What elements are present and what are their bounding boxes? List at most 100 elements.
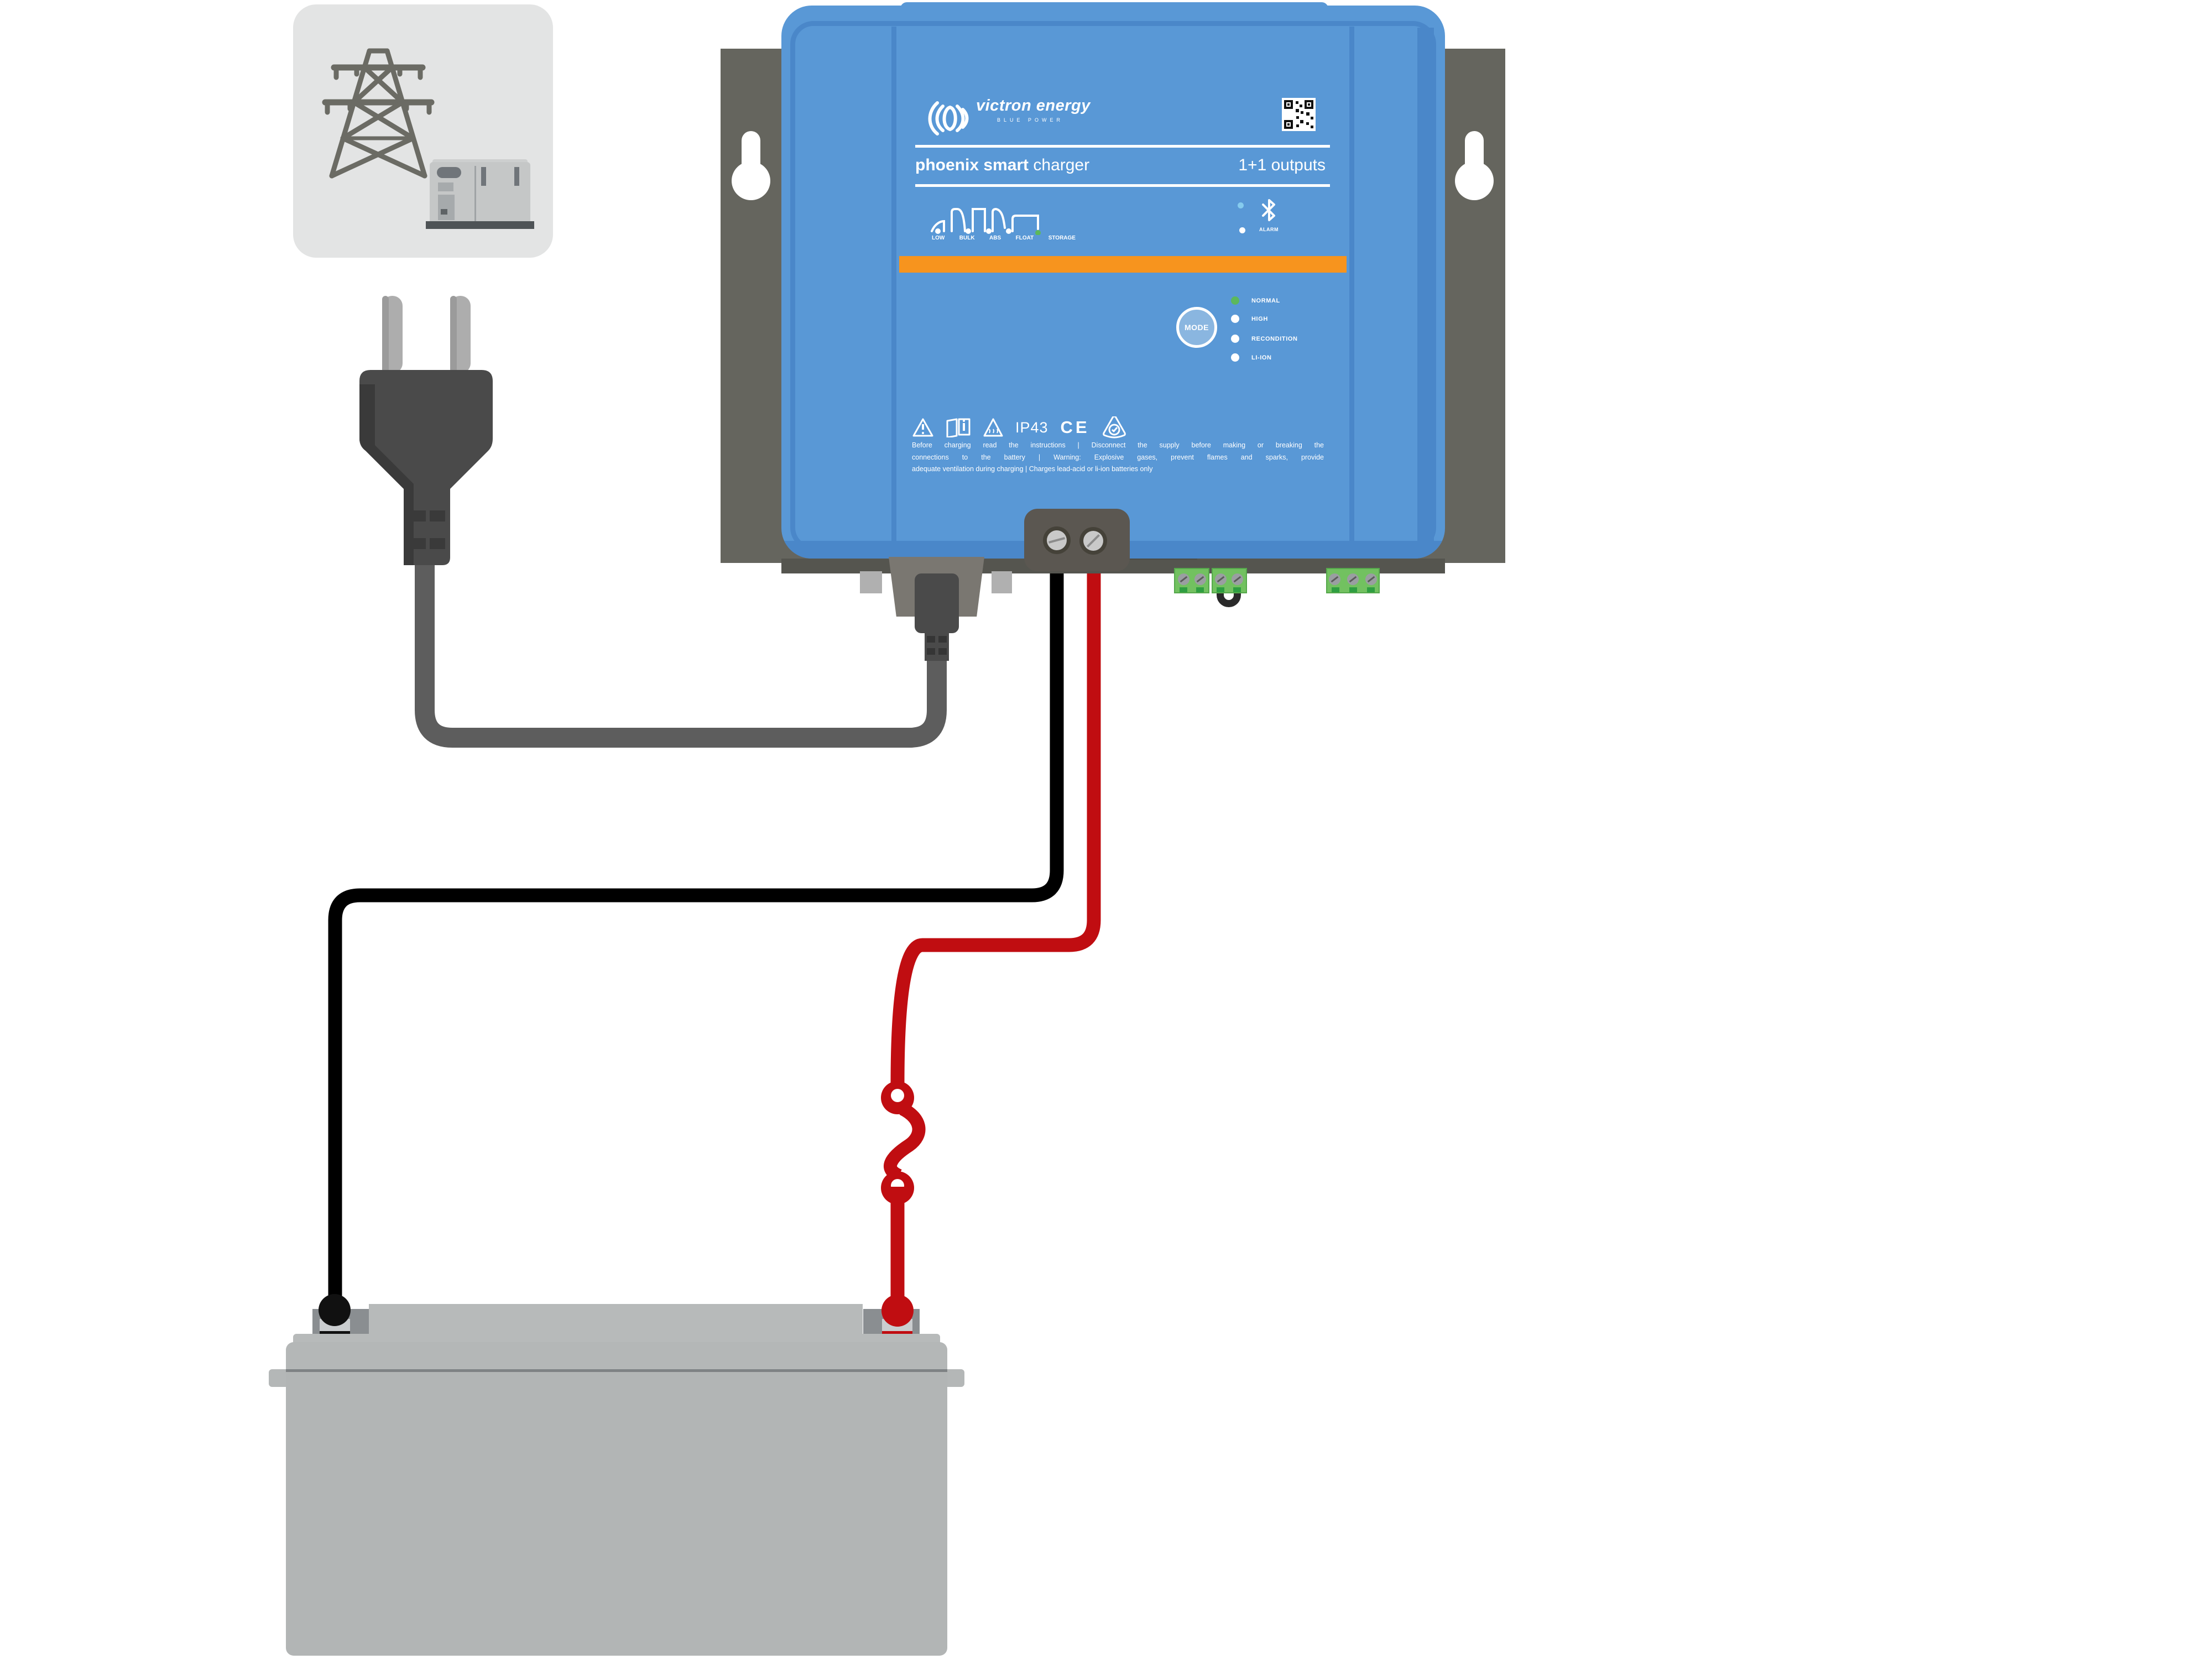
state-float: FLOAT [1015, 235, 1034, 241]
terminal-foot [1233, 587, 1241, 592]
state-abs: ABS [989, 235, 1001, 241]
liion-label: LI-ION [1251, 354, 1272, 361]
state-storage: STORAGE [1048, 235, 1076, 241]
mode-row-recondition: RECONDITION [1231, 335, 1298, 343]
brand-tagline: BLUE POWER [997, 117, 1064, 123]
ac-source-panel [293, 4, 553, 258]
charger-front-panel: victron energy BLUE POWER phoenix smart … [781, 6, 1445, 559]
battery-flange-left [269, 1369, 286, 1387]
ac-cord-strain-relief [925, 630, 949, 661]
positive-cable-upper [890, 568, 1101, 1084]
terminal-screw [1178, 573, 1190, 585]
state-low: LOW [932, 235, 945, 241]
warning-text: Before charging read the instructions | … [912, 440, 1324, 476]
divider-top [915, 145, 1330, 148]
charge-state-labels: LOW BULK ABS FLOAT STORAGE [932, 235, 1076, 241]
generator-switch [438, 182, 453, 191]
ac-inlet-tab-left [860, 571, 882, 593]
strain-notch [927, 636, 935, 643]
alarm-label: ALARM [1259, 227, 1279, 232]
qr-code [1282, 98, 1316, 131]
terminal-foot [1217, 587, 1224, 592]
warning-triangle-icon [912, 418, 933, 437]
generator-slot [481, 167, 486, 186]
normal-led [1231, 296, 1239, 305]
mode-row-liion: LI-ION [1231, 353, 1272, 362]
certification-row: IP43 CE [912, 414, 1126, 441]
terminal-foot [1349, 587, 1357, 592]
state-bulk: BULK [959, 235, 975, 241]
terminal-screw [1329, 573, 1340, 585]
negative-clamp [319, 1294, 351, 1326]
ce-mark: CE [1060, 418, 1090, 437]
brand-name: victron energy [976, 97, 1091, 114]
battery-inner-lid [369, 1304, 863, 1334]
ac-inlet-tab-right [992, 571, 1012, 593]
ac-plug-icon [359, 296, 493, 565]
model-name: phoenix smart charger 1+1 outputs [915, 156, 1330, 175]
alarm-led [1239, 227, 1245, 233]
generator-panel [438, 195, 455, 220]
battery-lid [286, 1342, 947, 1371]
charger-crease-left [891, 27, 896, 541]
orange-stripe [899, 256, 1347, 273]
positive-clamp [881, 1295, 914, 1327]
manual-book-icon [946, 418, 971, 437]
negative-cable [328, 568, 1064, 1305]
generator-outlet [441, 209, 447, 215]
normal-label: NORMAL [1251, 297, 1280, 304]
bluetooth-icon [1262, 199, 1275, 221]
terminal-screw [1365, 573, 1377, 585]
high-led [1231, 315, 1239, 323]
dc-terminal-screw-negative [1043, 526, 1071, 554]
mode-row-high: HIGH [1231, 315, 1268, 323]
fuse-link [884, 1103, 926, 1182]
terminal-screw [1215, 573, 1227, 585]
generator-slot [514, 167, 519, 186]
liion-led [1231, 353, 1239, 362]
generator-divider [474, 166, 476, 221]
model-name-bold: phoenix smart [915, 156, 1034, 174]
strain-notch [938, 648, 947, 655]
model-name-light: charger [1033, 156, 1090, 174]
terminal-screw [1232, 573, 1243, 585]
terminal-foot [1332, 587, 1339, 592]
outputs-label: 1+1 outputs [1238, 156, 1326, 174]
dc-terminal-screw-positive [1079, 527, 1107, 555]
transmission-tower-icon [322, 48, 435, 179]
terminal-screw [1194, 573, 1206, 585]
victron-logo-icon [928, 101, 969, 135]
keyhole-slot-left-circle [732, 161, 770, 200]
battery-body [286, 1372, 947, 1656]
strain-notch [938, 636, 947, 643]
generator-base [426, 221, 534, 229]
divider-bottom [915, 184, 1330, 187]
generator-vent-oval [437, 167, 461, 178]
battery-lid-step [293, 1334, 940, 1343]
keyhole-slot-right-circle [1455, 161, 1494, 200]
strain-notch [927, 648, 935, 655]
charge-curve-icon [931, 207, 1041, 235]
dc-output-terminal-block [1024, 509, 1130, 571]
mode-button: MODE [1176, 307, 1217, 348]
battery-seam [286, 1369, 947, 1373]
terminal-foot [1367, 587, 1375, 592]
warning-line-1: Before charging read the instructions | … [912, 441, 1324, 449]
hot-surface-icon [983, 418, 1003, 437]
positive-mark [882, 1331, 912, 1334]
recondition-label: RECONDITION [1251, 335, 1298, 342]
rcm-mark-icon [1102, 416, 1126, 439]
terminal-screw [1347, 573, 1359, 585]
warning-line-3: adequate ventilation during charging | C… [912, 465, 1153, 473]
charger-fold-shadow [1417, 28, 1434, 542]
ac-cord-plug [915, 573, 959, 633]
generator-icon [426, 158, 534, 230]
terminal-foot [1196, 587, 1204, 592]
ac-cord [415, 562, 947, 748]
battery-flange-right [947, 1369, 964, 1387]
ip-rating: IP43 [1015, 419, 1048, 436]
charger-crease-right [1349, 27, 1354, 541]
recondition-led [1231, 335, 1239, 343]
